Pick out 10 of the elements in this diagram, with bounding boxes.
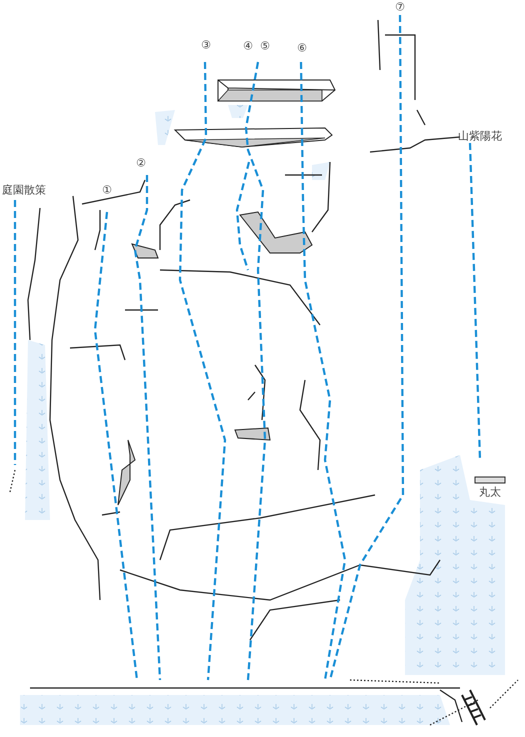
place-label: 山紫陽花 [458,130,502,142]
route-number: ③ [201,38,211,52]
route-number: ② [136,156,146,170]
place-label: 庭園散策 [2,184,46,196]
place-label: 丸太 [479,486,501,498]
route-number: ⑦ [395,0,405,14]
route-number: ⑤ [260,40,270,52]
route-number: ⑥ [297,42,307,54]
route-number: ④ [243,40,253,52]
route-number: ① [102,184,112,196]
